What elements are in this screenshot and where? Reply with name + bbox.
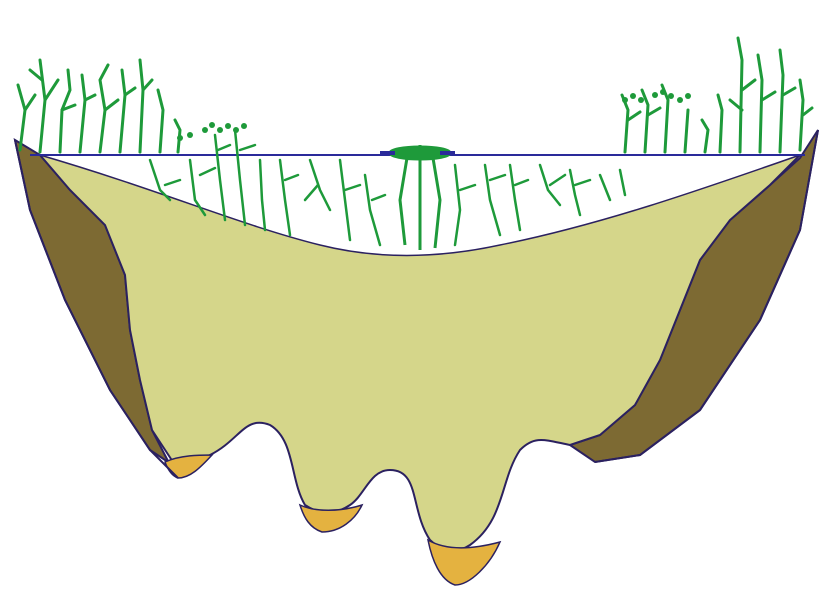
vegetation-left-shore xyxy=(18,60,180,152)
seed-heads-right xyxy=(622,89,691,103)
vegetation-right-shore xyxy=(622,38,812,152)
